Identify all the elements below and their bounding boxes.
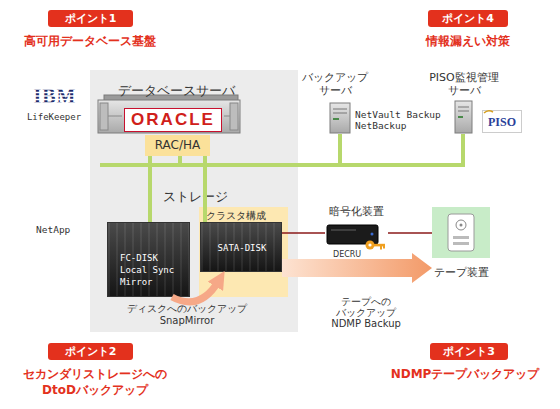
- point-badge: ポイント2: [48, 343, 133, 360]
- connector: [203, 156, 207, 222]
- connector: [180, 134, 463, 165]
- cluster-box: RAC/HA: [145, 135, 210, 156]
- cluster-group: クラスタ構成 SATA-DISK: [199, 207, 288, 297]
- point-badge: ポイント4: [428, 10, 508, 27]
- node-heading: PISO監視管理 サーバ: [418, 71, 510, 97]
- vendor-logo: ORACLE: [124, 108, 222, 132]
- device-text: FC-DISK Local Sync Mirror: [120, 252, 182, 288]
- vendor-logo: IBM: [26, 85, 84, 105]
- storage-device: SATA-DISK: [200, 222, 282, 272]
- group-heading: クラスタ構成: [206, 209, 266, 223]
- encryption-device-icon: [327, 225, 378, 244]
- software-name: NetVault Backup NetBackup: [355, 109, 447, 131]
- point-badge: ポイント1: [48, 10, 133, 27]
- connector: [148, 156, 152, 222]
- encryption-node: 暗号化装置 DECRU: [325, 204, 388, 262]
- node-heading: バックアップ サーバ: [300, 71, 370, 97]
- connector: [388, 232, 432, 234]
- database-server-icon: [98, 95, 240, 133]
- node-heading: 暗号化装置: [325, 204, 388, 219]
- box-text: RAC/HA: [145, 135, 210, 156]
- product-name: LifeKeeper: [20, 112, 88, 122]
- point-title: セカンダリストレージへの DtoDバックアップ: [5, 366, 185, 398]
- point-badge: ポイント3: [430, 343, 508, 360]
- server-node: PISO監視管理 サーバ PISO: [418, 71, 525, 134]
- device-name: DECRU: [333, 250, 361, 259]
- vendor-logo: PISO: [482, 110, 522, 133]
- connector: [282, 253, 432, 283]
- vendor-name: NetApp: [36, 224, 86, 235]
- server-node: バックアップ サーバ NetVault Backup NetBackup: [300, 71, 446, 134]
- point-title: 高可用データベース基盤: [10, 33, 170, 49]
- node-heading: テープ装置: [432, 265, 490, 280]
- point-title: 情報漏えい対策: [398, 33, 538, 49]
- tape-node: テープ装置: [432, 207, 490, 281]
- storage-device: FC-DISK Local Sync Mirror: [107, 222, 190, 297]
- point-title: NDMPテープバックアップ: [380, 366, 550, 382]
- piso-server-icon: [455, 101, 472, 133]
- device-text: SATA-DISK: [201, 243, 283, 253]
- connector: [282, 232, 325, 234]
- connector-label: テープへの バックアップ NDMP Backup: [325, 296, 407, 329]
- connector: [180, 134, 340, 165]
- connector-label: ディスクへのバックアップ SnapMirror: [112, 303, 262, 327]
- node-heading: データベースサーバ: [118, 82, 235, 100]
- tape-device-icon: [432, 207, 490, 258]
- backup-server-icon: [330, 103, 350, 133]
- key-symbol: [366, 241, 386, 250]
- network-bus: [100, 163, 180, 167]
- group-title: ストレージ: [163, 188, 228, 206]
- server-node: データベースサーバ ORACLE: [96, 82, 262, 136]
- connector: [172, 281, 219, 302]
